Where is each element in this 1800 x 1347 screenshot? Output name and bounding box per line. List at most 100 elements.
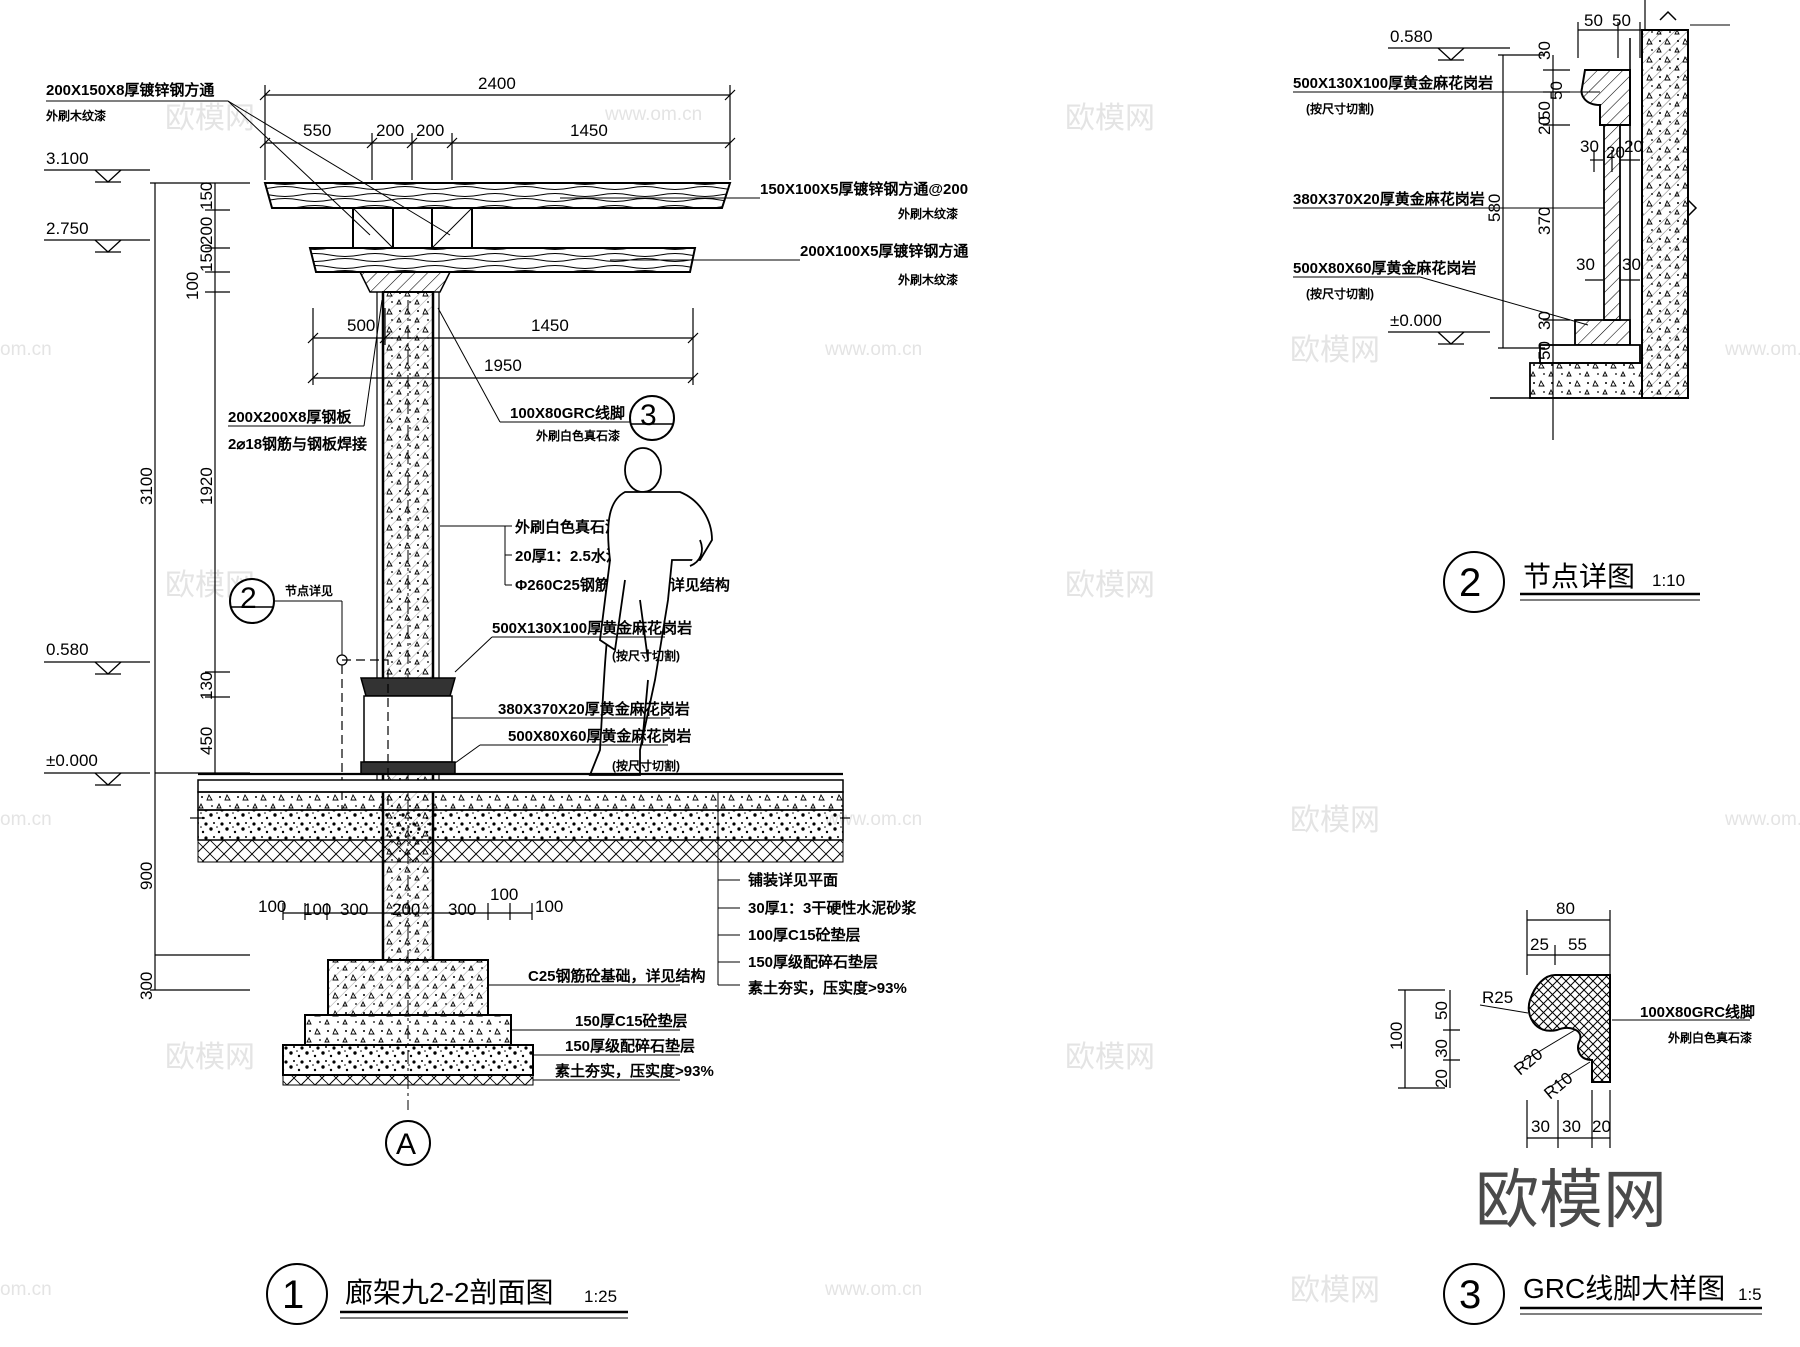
d2-dim-30e: 30 — [1535, 311, 1554, 330]
note-paving-1: 铺装详见平面 — [748, 871, 838, 889]
axis-a-label: A — [396, 1128, 416, 1161]
note-beam-2-finish: 外刷木纹漆 — [898, 272, 958, 287]
d2-note-3-cut: (按尺寸切割) — [1306, 286, 1374, 301]
callout-2-number: 2 — [240, 582, 257, 615]
d3-dim-bottom-30: 30 — [1531, 1117, 1550, 1136]
d2-elevation-0000: ±0.000 — [1390, 311, 1442, 330]
note-paving-4: 150厚级配碎石垫层 — [748, 953, 878, 971]
note-beam-1-finish: 外刷木纹漆 — [898, 206, 958, 221]
d3-dim-55: 55 — [1568, 935, 1587, 954]
watermark: 欧模网 — [165, 1041, 255, 1074]
dim-left-150b: 150 — [197, 244, 216, 272]
title-3-number: 3 — [1459, 1273, 1481, 1317]
human-figure — [588, 447, 713, 776]
title-1-text: 廊架九2-2剖面图 — [345, 1277, 553, 1308]
elevation-markers — [44, 169, 150, 786]
watermark: 欧模网 — [1065, 569, 1155, 602]
note-paving-2: 30厚1：3干硬性水泥砂浆 — [748, 899, 917, 917]
note-top-beam: 200X150X8厚镀锌钢方通 — [46, 81, 214, 99]
title-2-scale: 1:10 — [1652, 571, 1685, 590]
d2-dim-50b: 50 — [1612, 11, 1631, 30]
note-footing-4: 素土夯实，压实度>93% — [555, 1062, 714, 1080]
axis-a-bubble — [385, 1120, 431, 1166]
title-1-bubble — [266, 1263, 328, 1325]
watermark: 欧模网 — [1290, 804, 1380, 837]
d2-dim-30b: 30 — [1580, 137, 1599, 156]
note-base-2: 380X370X20厚黄金麻花岗岩 — [498, 700, 690, 718]
note-paving-3: 100厚C15砼垫层 — [748, 926, 861, 944]
dim-footing-300: 300 — [340, 900, 368, 919]
lower-beam — [308, 247, 697, 273]
d2-dim-370: 370 — [1535, 207, 1554, 235]
watermark: 欧模网 — [1290, 334, 1380, 367]
dim-left-100: 100 — [183, 272, 202, 300]
grc-profile — [1527, 974, 1611, 1083]
title-3-text: GRC线脚大样图 — [1523, 1273, 1725, 1304]
dim-footing-100d: 100 — [535, 897, 563, 916]
d2-note-2: 380X370X20厚黄金麻花岗岩 — [1293, 190, 1485, 208]
note-beam-2: 200X100X5厚镀锌钢方通 — [800, 242, 968, 260]
drawing-1-section: 2400 550 200 200 1450 3.100 2.750 0.580 … — [44, 74, 968, 1325]
d2-dim-20: 20 — [1535, 116, 1554, 135]
note-grc: 100X80GRC线脚 — [510, 404, 625, 422]
callout-3-number: 3 — [640, 399, 657, 432]
elevation-0000: ±0.000 — [46, 751, 98, 770]
d3-dim-20: 20 — [1432, 1069, 1451, 1088]
title-1-scale: 1:25 — [584, 1287, 617, 1306]
watermark-url: www.om.cn — [604, 104, 702, 125]
brand-logo-text: 欧模网 — [1475, 1164, 1667, 1236]
note-base-1: 500X130X100厚黄金麻花岗岩 — [492, 619, 692, 637]
dim-left-3100: 3100 — [137, 467, 156, 505]
d3-note: 100X80GRC线脚 — [1640, 1003, 1755, 1021]
watermark: 欧模网 — [1290, 1274, 1380, 1307]
d2-dim-20c: 20 — [1624, 137, 1643, 156]
note-plate: 200X200X8厚钢板 — [228, 408, 352, 426]
note-grc-finish: 外刷白色真石漆 — [536, 428, 620, 443]
note-base-3: 500X80X60厚黄金麻花岗岩 — [508, 727, 691, 745]
ground-layers — [190, 772, 850, 863]
watermark-url: www.om.cn — [1724, 339, 1800, 360]
elevation-2750: 2.750 — [46, 219, 89, 238]
elevation-3100: 3.100 — [46, 149, 89, 168]
title-2-number: 2 — [1459, 561, 1481, 605]
note-base-3-cut: (按尺寸切割) — [612, 758, 680, 773]
d2-dim-30: 30 — [1535, 41, 1554, 60]
d2-note-3: 500X80X60厚黄金麻花岗岩 — [1293, 259, 1476, 277]
callout-2-label: 节点详见 — [285, 583, 333, 598]
d2-dim-30d: 30 — [1622, 255, 1641, 274]
dims-top — [259, 85, 736, 180]
watermark: 欧模网 — [1065, 102, 1155, 135]
d3-dim-25: 25 — [1530, 935, 1549, 954]
watermark-url-partial: om.cn — [0, 339, 52, 360]
watermark-url-partial: om.cn — [0, 1279, 52, 1300]
title-1-number: 1 — [282, 1273, 304, 1317]
title-3-scale: 1:5 — [1738, 1285, 1762, 1304]
dim-1950: 1950 — [484, 356, 522, 375]
watermark: 欧模网 — [1065, 1041, 1155, 1074]
title-2-bubble — [1443, 551, 1505, 613]
watermark-url: www.om.cn — [824, 339, 922, 360]
d3-note-finish: 外刷白色真石漆 — [1668, 1030, 1752, 1045]
watermark-url: www.om.cn — [824, 1279, 922, 1300]
d3-dim-30: 30 — [1432, 1039, 1451, 1058]
note-footing-2: 150厚C15砼垫层 — [575, 1012, 688, 1030]
dim-550: 550 — [303, 121, 331, 140]
dims-footing — [282, 903, 533, 920]
d3-dim-100: 100 — [1387, 1022, 1406, 1050]
d2-elevation-0580: 0.580 — [1390, 27, 1433, 46]
dim-footing-200: 200 — [392, 900, 420, 919]
note-top-beam-finish: 外刷木纹漆 — [46, 108, 106, 123]
dim-footing-100b: 100 — [303, 900, 331, 919]
d2-note-1-cut: (按尺寸切割) — [1306, 101, 1374, 116]
note-footing-1: C25钢筋砼基础，详见结构 — [528, 967, 706, 985]
top-beam — [263, 182, 732, 209]
dim-left-1920: 1920 — [197, 467, 216, 505]
dim-footing-300b: 300 — [448, 900, 476, 919]
d2-note-1: 500X130X100厚黄金麻花岗岩 — [1293, 74, 1493, 92]
drawing-2-node-detail: 0.580 ±0.000 50 50 — [1293, 0, 1730, 613]
dim-footing-100c: 100 — [490, 885, 518, 904]
d2-dim-50c: 50 — [1535, 341, 1554, 360]
note-paving-5: 素土夯实，压实度>93% — [748, 979, 907, 997]
d3-radius-r25: R25 — [1482, 988, 1513, 1007]
title-3-bubble — [1443, 1263, 1505, 1325]
